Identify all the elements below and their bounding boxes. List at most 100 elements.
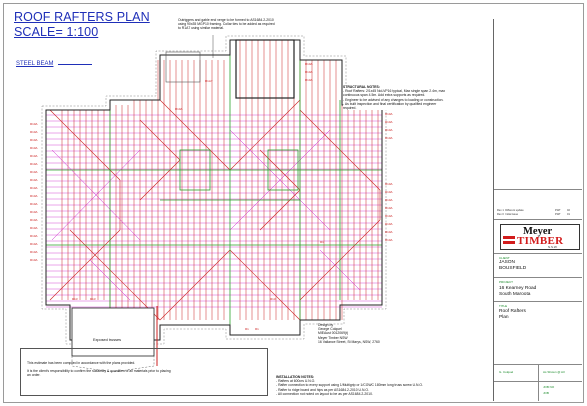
steel-beam-legend-line (58, 64, 92, 65)
revision-description: Different update (505, 209, 524, 212)
revision-description: Initial issue (505, 213, 519, 216)
svg-text:R10A: R10A (385, 128, 393, 132)
client-line: BOUSFIELD (499, 265, 527, 271)
svg-text:R13: R13 (72, 297, 78, 301)
design-by-line: Meyer Timber NSW (318, 335, 348, 340)
top-note-line: using 90x35 MGP10 framing. Collar ties t… (178, 22, 275, 27)
structural-note-line: required. (343, 106, 357, 111)
title-line1: ROOF RAFTERS PLAN (14, 10, 150, 24)
installation-notes: INSTALLATION NOTES: - Rafters at 600crs … (276, 375, 488, 396)
job-number-label: JOB NO (543, 385, 555, 389)
meyer-timber-logo: Meyer TIMBER N.S.W. (500, 224, 580, 250)
svg-text:R1A7: R1A7 (205, 79, 213, 83)
design-by-line: 16 Vallance Street, St Marys, NSW, 2760 (318, 339, 380, 344)
svg-text:R10A: R10A (30, 242, 38, 246)
svg-text:R1: R1 (255, 327, 259, 331)
svg-text:R10A: R10A (30, 146, 38, 150)
svg-text:R10A: R10A (385, 120, 393, 124)
svg-text:R1: R1 (320, 240, 324, 244)
design-by-line: Design by (318, 323, 334, 327)
title-block: Rev 1 Different update FWT 02 Rev 0 Init… (493, 19, 582, 401)
revision-by: FWT (555, 209, 561, 212)
svg-text:R10A: R10A (30, 226, 38, 230)
svg-text:R10A: R10A (30, 170, 38, 174)
svg-text:R10A: R10A (30, 186, 38, 190)
svg-text:R10A: R10A (30, 250, 38, 254)
disclaimer-line: This estimate has been compiled in accor… (27, 361, 136, 365)
drawing-title: ROOF RAFTERS PLAN SCALE= 1:100 (14, 10, 150, 40)
title-scale: SCALE= 1:100 (14, 25, 99, 39)
eave-outline (41, 35, 387, 345)
svg-text:R13: R13 (90, 297, 96, 301)
svg-text:R10A: R10A (305, 70, 313, 74)
revision-number: Rev 1 (497, 209, 504, 212)
project-line: South Maroota (499, 291, 531, 297)
title-block-divider (494, 189, 582, 190)
svg-text:R10A: R10A (385, 222, 393, 226)
project-line: 16 Kearney Road (499, 286, 537, 291)
client-name: JASON BOUSFIELD (499, 260, 526, 271)
logo-stripe (503, 241, 515, 244)
revision-code: 01 (567, 213, 570, 216)
structural-note-line: continuous span 4.5m. Add extra supports… (343, 93, 426, 98)
top-note-line: Outriggers and gable end verge to be for… (178, 18, 274, 22)
project-label: PROJECT (499, 280, 514, 284)
svg-text:R10A: R10A (175, 107, 183, 111)
drawing-title-label: TITLE (499, 304, 508, 308)
logo-brand-meyer: Meyer (523, 226, 553, 237)
job-label: JOB (543, 391, 549, 395)
structural-notes: STRUCTURAL NOTES: - Roof Rafters: 2/1x45… (343, 85, 493, 111)
svg-text:R10A: R10A (30, 258, 38, 262)
structural-note-line: - Engineer to be advised of any changes … (343, 97, 444, 102)
svg-text:R10A: R10A (385, 182, 393, 186)
svg-text:R13: R13 (270, 297, 276, 301)
svg-text:R10A: R10A (385, 230, 393, 234)
scale-value: As Shown @ A3 (543, 370, 565, 374)
project-address: 16 Kearney Road South Maroota (499, 286, 536, 297)
drawn-by-value: G. Colquel (499, 370, 514, 374)
svg-text:R10A: R10A (385, 206, 393, 210)
svg-text:R10A: R10A (305, 78, 313, 82)
svg-text:R10A: R10A (385, 198, 393, 202)
steel-beam-legend: STEEL BEAM (16, 61, 54, 67)
installation-note-line: - Rafter to ridge board and hips as per … (276, 387, 369, 392)
drawing-title-line: Plan (499, 314, 509, 320)
svg-text:R10A: R10A (30, 218, 38, 222)
svg-text:R10A: R10A (385, 190, 393, 194)
title-block-divider (494, 253, 582, 254)
revision-number: Rev 0 (497, 213, 504, 216)
design-by-block: Design by George Colquel MIEAust 0012069… (318, 323, 380, 344)
rafter-tags: R10A R10A R10A R10A R10A R10A R10A R10A R10A R… (30, 62, 393, 331)
disclaimer-line: an order. (27, 373, 41, 378)
logo-brand-nsw: N.S.W. (548, 245, 558, 249)
bay-outline (71, 356, 155, 373)
svg-text:R10A: R10A (30, 202, 38, 206)
svg-text:R10A: R10A (30, 210, 38, 214)
logo-brand-timber: TIMBER (517, 235, 564, 247)
drawing-title-block: Roof Rafters Plan (499, 309, 526, 320)
client-label: CLIENT (499, 256, 510, 260)
structural-note-line: - Roof Rafters: 2/1x45 NoLVP16 typical, … (343, 89, 446, 94)
svg-text:R10A: R10A (305, 62, 313, 66)
rafter-lines (61, 40, 379, 320)
installation-note-line: - All connection not noted on layout to … (276, 391, 373, 396)
title-block-divider (494, 219, 582, 220)
purlin-lines (46, 114, 382, 308)
svg-text:R10A: R10A (30, 154, 38, 158)
revision-code: 02 (567, 209, 570, 212)
svg-text:R10A: R10A (385, 214, 393, 218)
svg-text:R10A: R10A (30, 162, 38, 166)
client-line: JASON (499, 260, 515, 265)
svg-text:R10A: R10A (30, 234, 38, 238)
beam-lines (46, 40, 382, 330)
installation-notes-heading: INSTALLATION NOTES: (276, 375, 315, 379)
top-note-line: to R1A7 using similar material. (178, 26, 224, 31)
structural-note-line: - As built inspection and final certific… (343, 101, 437, 106)
top-note: Outriggers and gable end verge to be for… (178, 18, 275, 31)
building-outline (45, 39, 383, 341)
revision-row: Rev 0 Initial issue FWT 01 (497, 213, 570, 216)
svg-text:R1: R1 (245, 327, 249, 331)
drawing-title-line: Roof Rafters (499, 309, 526, 314)
title-block-column-divider (538, 364, 539, 401)
